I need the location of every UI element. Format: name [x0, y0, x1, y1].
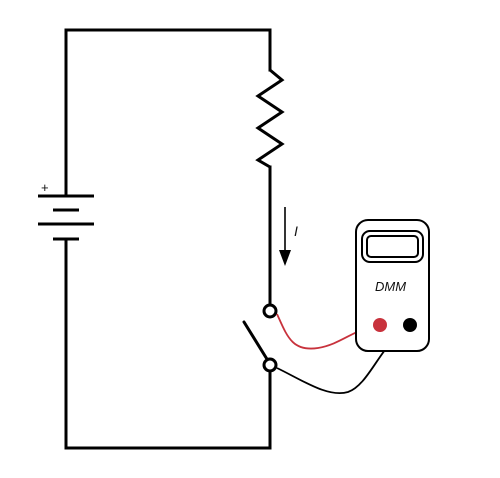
switch-terminal-top [262, 303, 278, 319]
current-label: I [294, 223, 298, 239]
current-arrow [279, 207, 291, 266]
switch-terminal-bottom [262, 357, 278, 373]
wire-left-lower [64, 237, 272, 450]
dmm-display [366, 235, 419, 258]
dmm-red-jack [373, 318, 387, 332]
battery [38, 194, 94, 241]
wire-left-upper [64, 28, 272, 198]
resistor [255, 68, 285, 169]
current-arrowhead [279, 250, 291, 266]
switch-blade [242, 320, 272, 366]
circuit-wires [64, 28, 272, 450]
battery-plus-label: + [41, 180, 49, 195]
digital-multimeter: DMM [355, 219, 430, 352]
dmm-label: DMM [375, 279, 406, 294]
dmm-black-jack [403, 318, 417, 332]
